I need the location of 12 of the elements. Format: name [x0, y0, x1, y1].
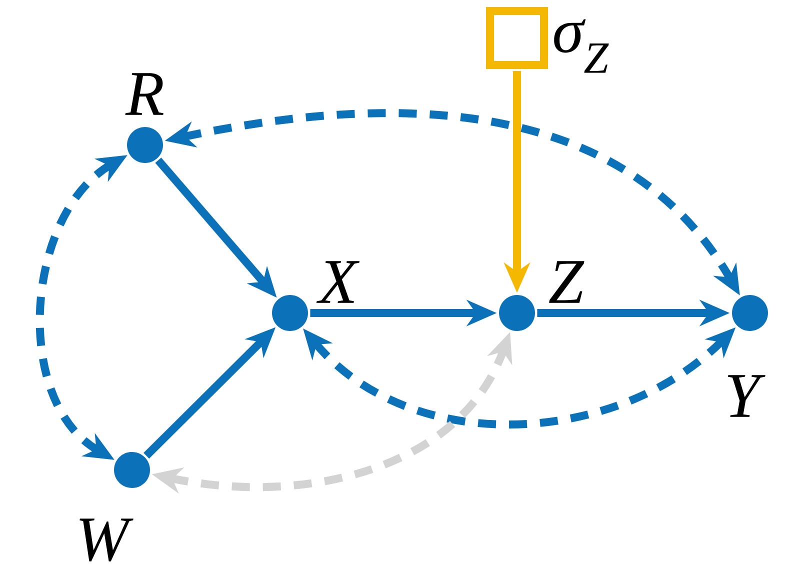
square-marker [486, 7, 548, 69]
node-label: X [316, 261, 360, 303]
node-label: σ$_{Z}$ [554, 19, 609, 73]
node-label: W [80, 518, 134, 562]
variable-node [127, 126, 163, 163]
variable-node [272, 294, 308, 331]
node-label: Z [549, 261, 584, 303]
node-label: R [125, 73, 164, 115]
variable-node [732, 294, 768, 331]
variable-node [114, 452, 150, 488]
variable-node [499, 294, 535, 331]
node-label: Y [728, 375, 766, 417]
